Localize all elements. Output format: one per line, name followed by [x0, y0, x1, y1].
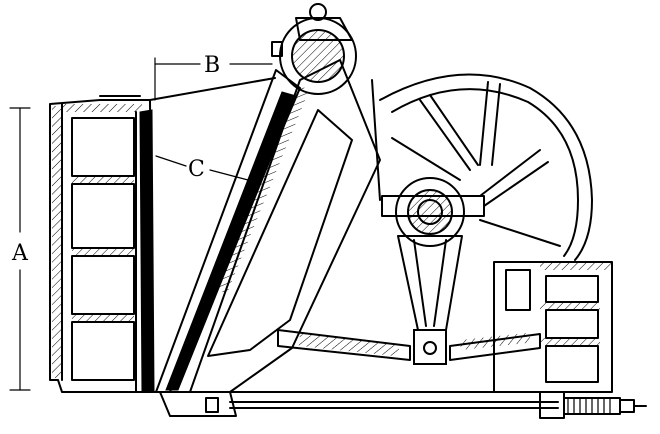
label-a: A	[11, 241, 29, 266]
label-b: B	[204, 53, 220, 78]
rear-frame	[493, 261, 613, 393]
label-c-leader-right	[209, 169, 249, 181]
base-and-tension-rod	[149, 391, 647, 419]
flywheel	[379, 73, 593, 261]
fixed-jaw-frame	[49, 95, 155, 393]
pivot-shaft	[271, 3, 357, 95]
top-tie-line	[149, 77, 276, 101]
dimension-a: A	[9, 107, 31, 391]
toggle-plates	[277, 329, 541, 365]
label-c-leader	[155, 155, 187, 167]
dimension-b: B	[154, 53, 273, 101]
label-c: C	[188, 157, 205, 182]
eccentric-shaft	[371, 79, 485, 331]
